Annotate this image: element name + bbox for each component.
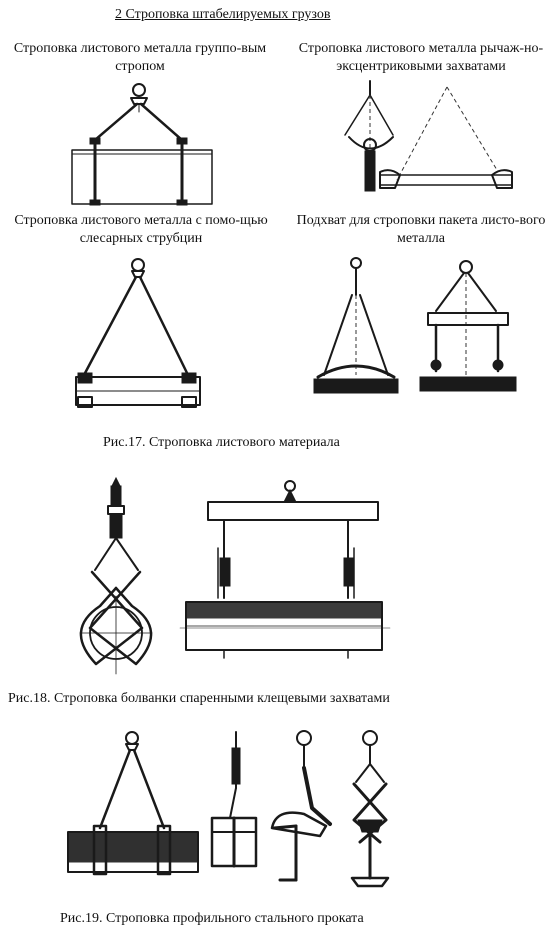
section-title: 2 Строповка штабелируемых грузов: [115, 7, 331, 22]
fig17-panel-a-drawing: [71, 83, 213, 206]
fig17-panel-b-caption: Строповка листового металла рычаж-но-экс…: [298, 41, 544, 74]
fig18-drawing: [79, 476, 391, 675]
fig19-caption: Рис.19. Строповка профильного стального …: [60, 911, 364, 926]
fig17-panel-c-caption: Строповка листового металла с помо-щью с…: [14, 213, 268, 246]
fig17-panel-d-drawing: [313, 257, 517, 394]
fig17-caption: Рис.17. Строповка листового материала: [103, 435, 340, 450]
fig17-panel-c-drawing: [75, 258, 201, 408]
fig17-panel-b-drawing: [344, 80, 513, 192]
fig17-panel-d-caption: Подхват для строповки пакета листо-вого …: [296, 213, 546, 246]
fig19-drawing: [67, 730, 390, 888]
fig18-caption: Рис.18. Строповка болванки спаренными кл…: [8, 691, 390, 706]
fig17-panel-a-caption: Строповка листового металла группо-вым с…: [13, 41, 267, 74]
